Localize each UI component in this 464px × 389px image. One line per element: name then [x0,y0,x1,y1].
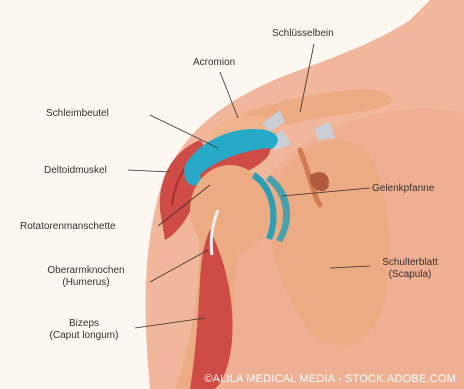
label-schulterblatt: Schulterblatt [372,257,448,269]
label-acromion: Acromion [193,57,235,69]
leader-deltoidmuskel [128,170,170,172]
label-schulterblatt-group: Schulterblatt (Scapula) [372,257,448,281]
label-rotatorenmanschette: Rotatorenmanschette [20,221,116,233]
label-deltoidmuskel: Deltoidmuskel [44,165,107,177]
label-bizeps-group: Bizeps (Caput longum) [34,318,134,342]
label-caput-longum: (Caput longum) [34,330,134,342]
label-bizeps: Bizeps [34,318,134,330]
label-schluesselbein: Schlüsselbein [272,28,334,40]
label-oberarmknochen: Oberarmknochen [22,265,150,277]
label-oberarmknochen-group: Oberarmknochen (Humerus) [22,265,150,289]
label-schleimbeutel: Schleimbeutel [46,108,109,120]
image-credit: ©ALILA MEDICAL MEDIA - STOCK.ADOBE.COM [204,373,456,385]
label-humerus: (Humerus) [22,277,150,289]
label-gelenkpfanne: Gelenkpfanne [372,183,434,195]
label-scapula: (Scapula) [372,269,448,281]
